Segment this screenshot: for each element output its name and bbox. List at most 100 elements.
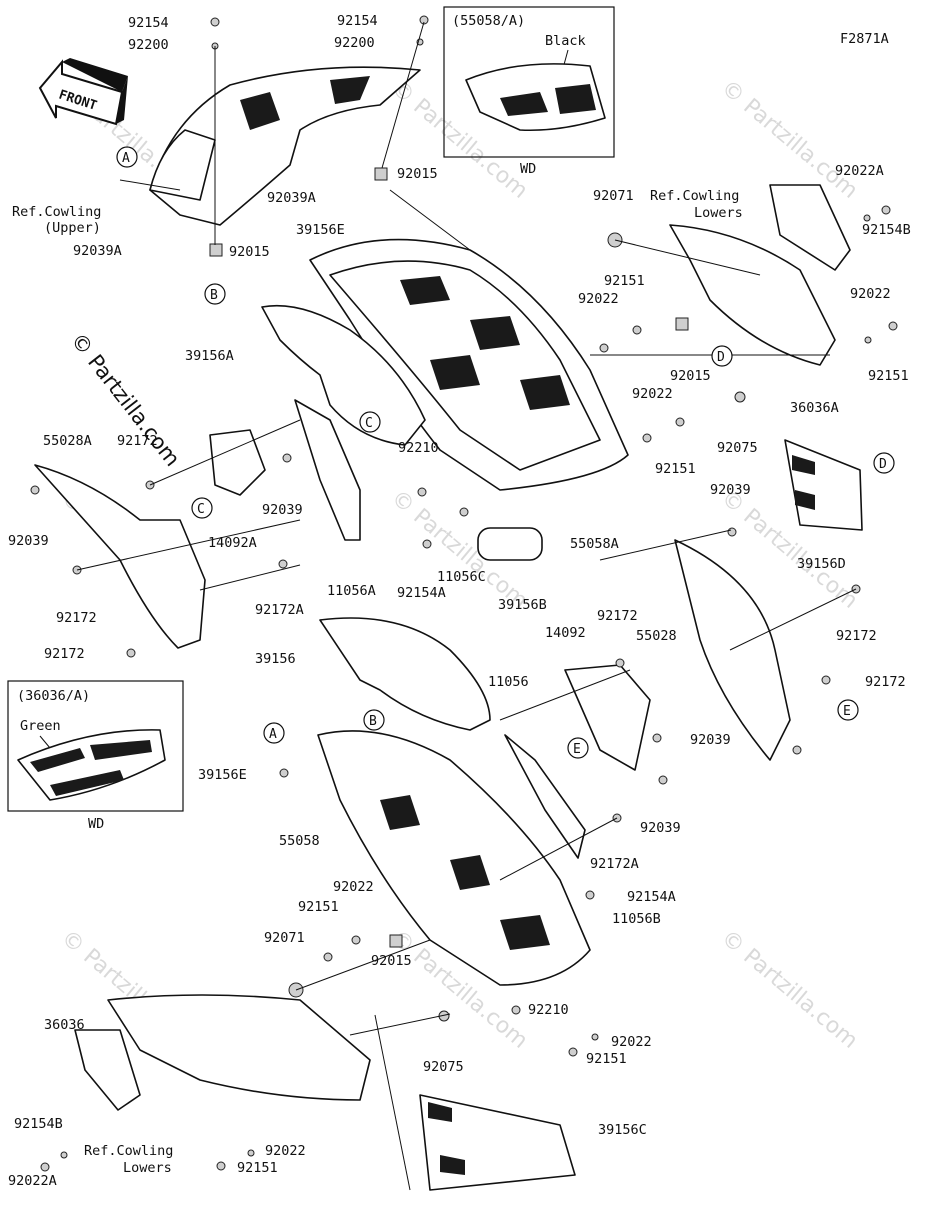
part-label: 92172A xyxy=(590,856,639,872)
part-label: 92151 xyxy=(868,368,909,384)
ref-c: C xyxy=(197,502,205,517)
part-label: 92200 xyxy=(128,37,169,53)
part-label: 92039A xyxy=(267,190,316,206)
part-label: 92039 xyxy=(710,482,751,498)
part-label: 36036A xyxy=(790,400,839,416)
ref-cowling-upper-sub: (Upper) xyxy=(44,220,101,236)
upper-cowling xyxy=(149,66,421,226)
part-label: 92071 xyxy=(593,188,634,204)
inset-55058a: (55058/A) Black WD xyxy=(443,6,615,177)
part-label: 39156 xyxy=(255,651,296,667)
inset-box xyxy=(443,6,615,158)
part-label: 39156E xyxy=(296,222,345,238)
part-label: 92022 xyxy=(850,286,891,302)
part-labels: 92154 92200 92154 92200 92039A 92039A 92… xyxy=(8,13,911,1189)
part-label: 92154A xyxy=(627,889,676,905)
ref-lowers-top-sub: Lowers xyxy=(694,205,743,221)
diagram-code: F2871A xyxy=(840,31,889,47)
part-label: 92071 xyxy=(264,930,305,946)
front-arrow: FRONT xyxy=(38,58,128,126)
ref-lowers-top xyxy=(769,184,851,271)
part-label: 39156A xyxy=(185,348,234,364)
part-label: 92015 xyxy=(397,166,438,182)
circle-refs: A B C C D D E E A B xyxy=(116,146,895,759)
part-label: 92210 xyxy=(398,440,439,456)
part-label: 92015 xyxy=(670,368,711,384)
part-label: 92172 xyxy=(865,674,906,690)
part-label: 92172 xyxy=(117,433,158,449)
ref-lowers-top-label: Ref.Cowling xyxy=(650,188,739,204)
ref-b: B xyxy=(210,288,218,303)
part-label: 92154 xyxy=(337,13,378,29)
watermark: © Partzilla.com xyxy=(716,925,862,1053)
part-label: 39156D xyxy=(797,556,846,572)
ref-cowling-upper: Ref.Cowling xyxy=(12,204,101,220)
inset-note: WD xyxy=(520,161,536,177)
bracket-14092 xyxy=(564,664,651,771)
inset-36036a: (36036/A) Green WD xyxy=(7,680,184,832)
lower-36036 xyxy=(107,994,371,1101)
inset-color: Green xyxy=(20,718,61,734)
part-label: 92022 xyxy=(265,1143,306,1159)
sheet-39156a xyxy=(261,304,426,446)
part-label: 11056A xyxy=(327,583,376,599)
part-label: 92172 xyxy=(44,646,85,662)
part-label: 55028 xyxy=(636,628,677,644)
ref-lowers-bottom-label: Ref.Cowling xyxy=(84,1143,173,1159)
ref-a: A xyxy=(269,727,277,742)
part-label: 92151 xyxy=(586,1051,627,1067)
ref-e: E xyxy=(843,704,851,719)
ref-b: B xyxy=(369,714,377,729)
part-label: 92172A xyxy=(255,602,304,618)
sheet-39156 xyxy=(319,617,491,731)
leader-lines xyxy=(76,21,857,1191)
part-label: 14092 xyxy=(545,625,586,641)
panel-55028a xyxy=(34,464,206,649)
part-label: 92151 xyxy=(237,1160,278,1176)
side-watermark: © Partzilla.com xyxy=(66,328,185,470)
bracket-14092a xyxy=(209,429,266,496)
part-label: 92015 xyxy=(229,244,270,260)
panel-55028 xyxy=(674,539,791,761)
part-label: 92022A xyxy=(8,1173,57,1189)
ref-lowers-bottom-sub: Lowers xyxy=(123,1160,172,1176)
part-label: 92022 xyxy=(578,291,619,307)
part-label: 92154A xyxy=(397,585,446,601)
part-label: 55058A xyxy=(570,536,619,552)
ref-a: A xyxy=(122,151,130,166)
ref-d: D xyxy=(879,457,887,472)
part-label: 55058 xyxy=(279,833,320,849)
part-label: 92154 xyxy=(128,15,169,31)
part-label: 11056 xyxy=(488,674,529,690)
part-label: 39156E xyxy=(198,767,247,783)
part-label: 92151 xyxy=(604,273,645,289)
ref-d: D xyxy=(717,350,725,365)
lower-fairing xyxy=(317,730,591,986)
part-label: 92039 xyxy=(690,732,731,748)
main-fairing xyxy=(309,238,629,491)
part-label: 36036 xyxy=(44,1017,85,1033)
inset-box xyxy=(7,680,184,812)
part-label: 92022 xyxy=(632,386,673,402)
part-label: 92022A xyxy=(835,163,884,179)
part-label: 92154B xyxy=(14,1116,63,1132)
part-label: 11056B xyxy=(612,911,661,927)
inset-color: Black xyxy=(545,33,586,49)
part-label: 92075 xyxy=(423,1059,464,1075)
inset-part: (36036/A) xyxy=(17,688,90,704)
inset-part: (55058/A) xyxy=(452,13,525,29)
lower-36036a xyxy=(669,224,836,366)
part-label: 92172 xyxy=(836,628,877,644)
pad-39156b xyxy=(477,527,543,561)
sheet-39156d xyxy=(784,439,863,531)
part-label: 39156C xyxy=(598,1122,647,1138)
part-label: 55028A xyxy=(43,433,92,449)
part-label: 92210 xyxy=(528,1002,569,1018)
part-label: 39156B xyxy=(498,597,547,613)
ref-lowers-bottom xyxy=(74,1029,141,1111)
part-label: 92039 xyxy=(262,502,303,518)
part-label: 11056C xyxy=(437,569,486,585)
part-label: 14092A xyxy=(208,535,257,551)
